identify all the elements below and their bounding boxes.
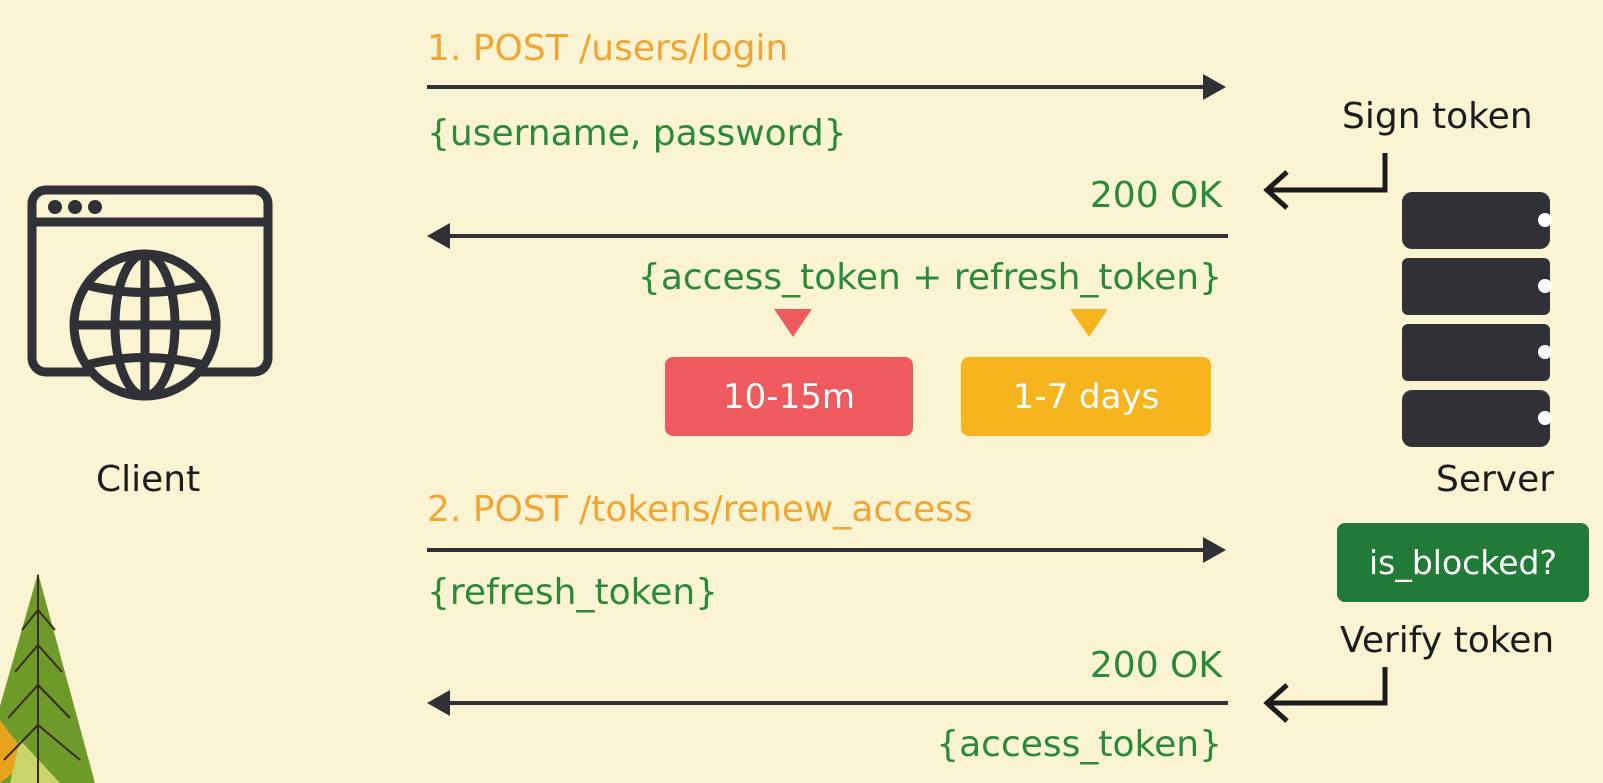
sign-token-return-arrow — [1263, 153, 1388, 210]
login-request-body: {username, password} — [427, 113, 847, 154]
renew-request-label: 2. POST /tokens/renew_access — [427, 489, 973, 530]
pine-tree-decoration — [0, 573, 95, 783]
login-response-body: {access_token + refresh_token} — [637, 257, 1222, 298]
sign-token-label: Sign token — [1342, 96, 1533, 137]
renew-response-status: 200 OK — [1089, 645, 1222, 686]
refresh-token-pointer — [1070, 309, 1108, 337]
login-request-label: 1. POST /users/login — [427, 28, 789, 69]
arrow-renew-request — [427, 537, 1226, 563]
renew-response-body: {access_token} — [936, 724, 1222, 765]
browser-globe-icon — [27, 185, 273, 401]
is-blocked-badge: is_blocked? — [1337, 523, 1589, 602]
server-rack-icon — [1402, 192, 1552, 447]
arrow-login-response — [427, 223, 1228, 249]
client-label: Client — [96, 459, 201, 500]
arrow-renew-response — [427, 690, 1228, 716]
refresh-token-duration-badge: 1-7 days — [961, 357, 1211, 436]
login-response-status: 200 OK — [1089, 175, 1222, 216]
renew-request-body: {refresh_token} — [427, 572, 719, 613]
access-token-pointer — [774, 309, 812, 337]
verify-token-return-arrow — [1263, 667, 1388, 723]
access-token-duration-badge: 10-15m — [665, 357, 913, 436]
arrow-login-request — [427, 74, 1226, 100]
browser-dots — [48, 200, 102, 214]
verify-token-label: Verify token — [1340, 620, 1555, 661]
server-label: Server — [1436, 459, 1555, 500]
